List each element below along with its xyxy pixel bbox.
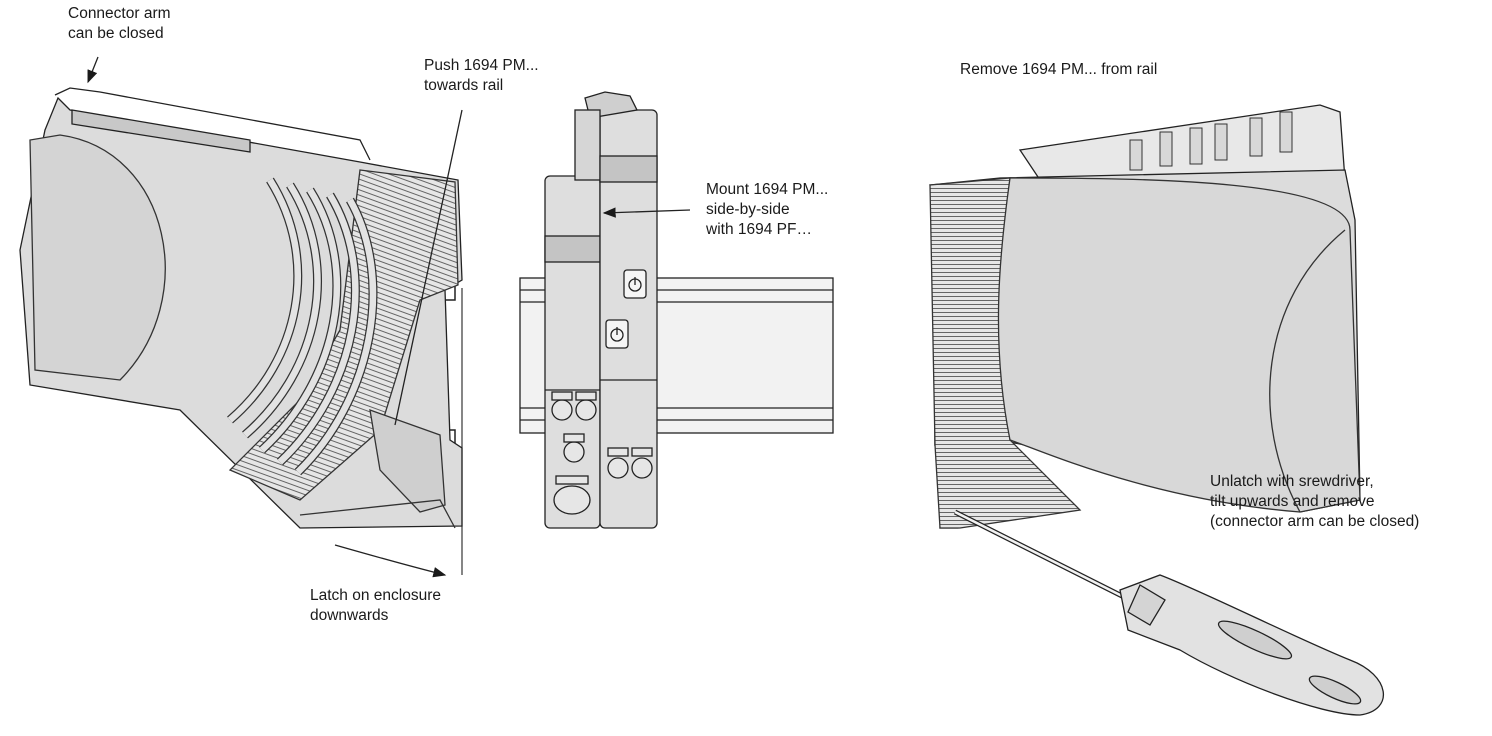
right-module-drawing — [929, 104, 1385, 716]
left-module-drawing — [19, 56, 463, 578]
label-line: towards rail — [424, 77, 504, 94]
push-direction-line — [394, 109, 463, 426]
label-line: tilt upwards and remove — [1210, 493, 1375, 510]
center-modules-drawing — [519, 91, 834, 529]
label-line: Unlatch with srewdriver, — [1210, 473, 1374, 490]
label-mount-side-by-side: Mount 1694 PM... side-by-side with 1694 … — [706, 180, 828, 240]
power-button-icon — [623, 269, 647, 299]
label-line: Connector arm — [68, 5, 171, 22]
arrow-icon — [87, 56, 99, 84]
label-push-towards-rail: Push 1694 PM... towards rail — [424, 56, 539, 96]
label-line: Push 1694 PM... — [424, 57, 539, 74]
screwdriver-icon — [953, 509, 1385, 716]
latch-arrow-icon — [334, 544, 447, 578]
label-line: downwards — [310, 607, 389, 624]
power-button-icon — [605, 319, 629, 349]
label-line: can be closed — [68, 25, 164, 42]
label-remove-from-rail: Remove 1694 PM... from rail — [960, 60, 1157, 80]
label-line: with 1694 PF… — [706, 221, 812, 238]
label-line: Remove 1694 PM... from rail — [960, 61, 1158, 78]
arrow-icon — [602, 207, 691, 218]
label-connector-arm: Connector arm can be closed — [68, 4, 171, 44]
label-line: Mount 1694 PM... — [706, 181, 829, 198]
label-line: Latch on enclosure — [310, 587, 441, 604]
label-line: side-by-side — [706, 201, 790, 218]
label-unlatch-screwdriver: Unlatch with srewdriver, tilt upwards an… — [1210, 472, 1419, 532]
label-line: (connector arm can be closed) — [1210, 513, 1420, 530]
label-latch-downwards: Latch on enclosure downwards — [310, 586, 441, 626]
